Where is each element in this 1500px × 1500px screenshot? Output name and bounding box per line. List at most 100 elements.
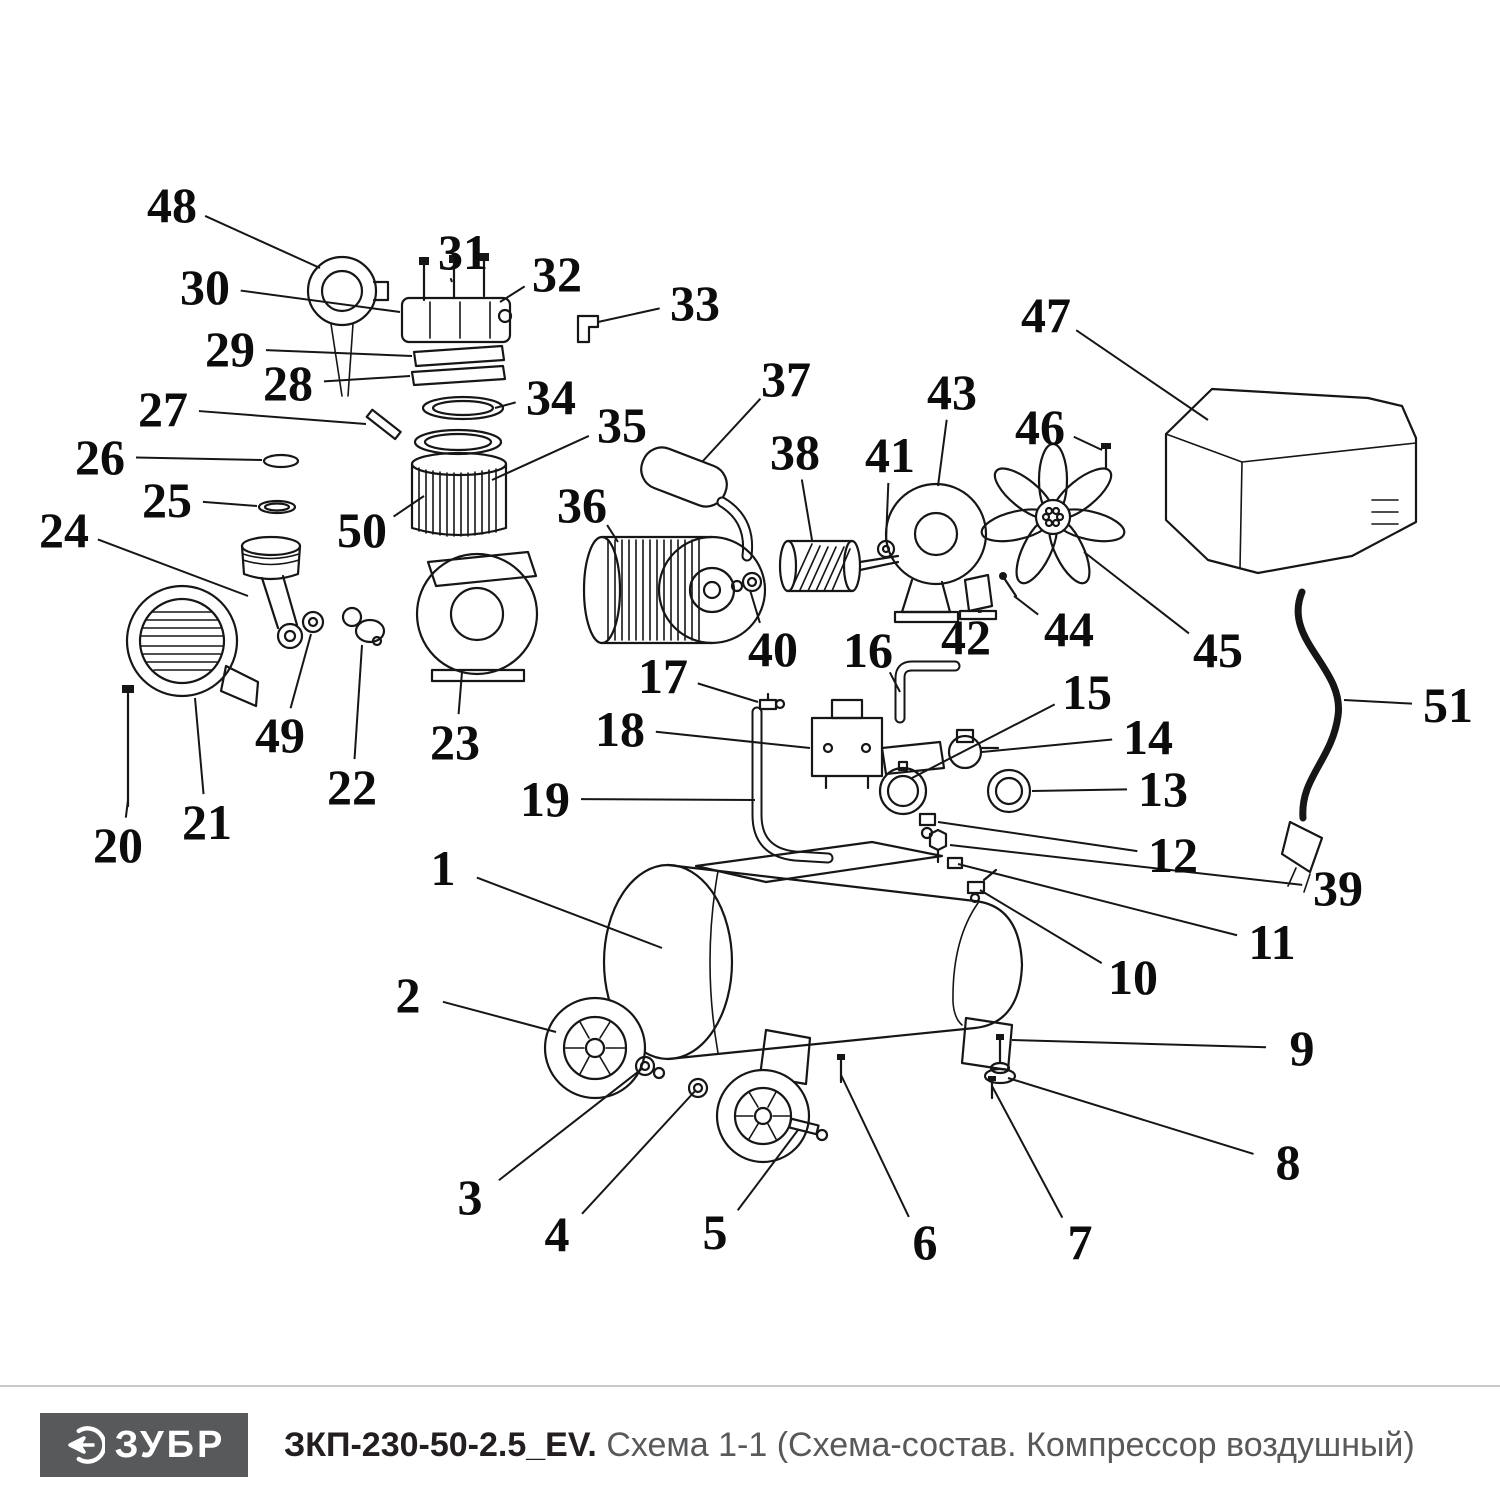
part-number-1: 1 — [431, 840, 456, 896]
leader-line-35 — [491, 434, 590, 481]
leader-line-26 — [135, 456, 263, 461]
crankcase-art — [415, 550, 539, 683]
leader-line-3 — [498, 1067, 644, 1182]
diagram-art: 1234567891011121314151617181920212223242… — [39, 177, 1473, 1270]
part-number-2: 2 — [396, 967, 421, 1023]
part-number-12: 12 — [1148, 827, 1198, 883]
leader-line-30 — [240, 289, 401, 313]
part-number-5: 5 — [703, 1204, 728, 1260]
wheel-rear-art — [715, 1068, 829, 1164]
leader-line-47 — [1075, 329, 1209, 421]
part-number-48: 48 — [147, 177, 197, 233]
leader-line-20 — [124, 799, 129, 818]
axle-washer-art — [687, 1077, 709, 1099]
leader-line-22 — [353, 644, 363, 760]
leader-line-16 — [888, 671, 901, 693]
bearing-art — [730, 571, 763, 593]
leader-line-17 — [697, 682, 759, 703]
leader-line-12 — [937, 821, 1138, 853]
pressure-switch-art — [810, 698, 884, 790]
part-number-21: 21 — [182, 794, 232, 850]
leader-line-50 — [393, 495, 425, 518]
part-number-43: 43 — [927, 364, 977, 420]
part-number-18: 18 — [595, 701, 645, 757]
footer-divider — [0, 1385, 1500, 1387]
fitting-12-art — [918, 812, 937, 827]
part-number-30: 30 — [180, 259, 230, 315]
feed-pipe-art — [751, 706, 834, 864]
part-number-44: 44 — [1044, 601, 1094, 657]
piston-pin-art — [365, 408, 402, 441]
leader-line-49 — [289, 633, 312, 709]
part-number-7: 7 — [1068, 1214, 1093, 1270]
part-number-11: 11 — [1248, 914, 1295, 970]
long-bolt-art — [122, 685, 134, 808]
part-number-19: 19 — [520, 771, 570, 827]
zubr-logo: ЗУБР — [40, 1413, 248, 1477]
leader-line-21 — [194, 697, 205, 795]
leader-line-28 — [323, 375, 411, 383]
part-number-26: 26 — [75, 429, 125, 485]
handle-art — [640, 446, 754, 562]
pipe-fitting-art — [758, 692, 786, 711]
scheme-subtitle: Схема 1-1 (Схема-состав. Компрессор возд… — [606, 1425, 1415, 1464]
tank-art — [602, 840, 1024, 1061]
part-number-15: 15 — [1062, 664, 1112, 720]
leader-line-25 — [202, 500, 258, 507]
leader-line-37 — [701, 398, 762, 463]
part-number-49: 49 — [255, 707, 305, 763]
part-number-17: 17 — [638, 648, 688, 704]
part-number-33: 33 — [670, 275, 720, 331]
washer-art — [301, 610, 325, 634]
part-number-20: 20 — [93, 817, 143, 873]
leader-line-11 — [957, 863, 1238, 937]
leader-line-38 — [800, 479, 813, 541]
leader-line-2 — [442, 1000, 557, 1033]
part-number-29: 29 — [205, 321, 255, 377]
leader-line-6 — [840, 1074, 910, 1218]
part-number-16: 16 — [843, 622, 893, 678]
leader-line-39 — [949, 844, 1303, 886]
feet-art — [758, 1016, 1017, 1100]
axle-pin-art — [788, 1117, 820, 1136]
part-number-32: 32 — [532, 246, 582, 302]
leader-line-44 — [1013, 595, 1039, 616]
footer-title: ЗКП-230-50-2.5_EV. Схема 1-1 (Схема-сост… — [284, 1426, 1415, 1465]
part-number-37: 37 — [761, 351, 811, 407]
leader-line-18 — [655, 730, 811, 749]
leader-line-36 — [606, 524, 619, 543]
part-number-45: 45 — [1193, 622, 1243, 678]
footer-row: ЗУБР ЗКП-230-50-2.5_EV. Схема 1-1 (Схема… — [0, 1387, 1500, 1477]
tank-platform-art — [694, 840, 944, 884]
leader-line-40 — [749, 589, 761, 624]
part-number-3: 3 — [458, 1169, 483, 1225]
leader-line-51 — [1343, 699, 1413, 705]
leader-line-10 — [979, 889, 1103, 965]
part-number-8: 8 — [1276, 1134, 1301, 1190]
cylinder-head-art — [365, 253, 600, 456]
part-number-4: 4 — [545, 1206, 570, 1262]
part-number-9: 9 — [1290, 1020, 1315, 1076]
model-code: ЗКП-230-50-2.5_EV. — [284, 1425, 597, 1464]
part-number-50: 50 — [337, 502, 387, 558]
motor-end-bell-art — [884, 482, 988, 624]
part-number-41: 41 — [865, 427, 915, 483]
rotor-art — [778, 539, 900, 593]
leader-line-46 — [1073, 435, 1103, 451]
zubr-logo-icon — [67, 1426, 105, 1464]
part-number-42: 42 — [941, 609, 991, 665]
stator-art — [582, 535, 767, 645]
footer: ЗУБР ЗКП-230-50-2.5_EV. Схема 1-1 (Схема… — [0, 1385, 1500, 1500]
leader-line-34 — [494, 401, 516, 409]
elbow-fitting-art — [576, 314, 600, 344]
regulator-assembly-art — [878, 728, 1032, 840]
leader-line-33 — [597, 307, 660, 323]
part-number-13: 13 — [1138, 761, 1188, 817]
air-filter-art — [306, 255, 390, 397]
part-number-10: 10 — [1108, 949, 1158, 1005]
blower-housing-art — [125, 584, 260, 708]
part-number-36: 36 — [557, 477, 607, 533]
crank-art — [341, 606, 363, 628]
cooling-fan-art — [980, 442, 1126, 585]
